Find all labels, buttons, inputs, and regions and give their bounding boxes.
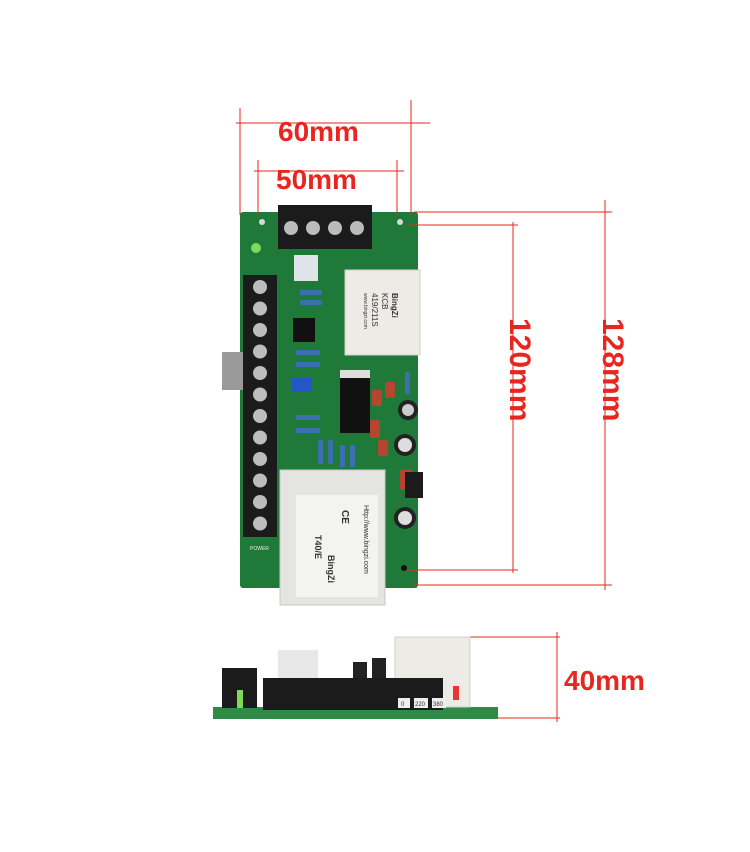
url-text: www.bingzi.com bbox=[362, 293, 368, 329]
terminal-label-380: 380 bbox=[433, 702, 444, 708]
side-terminal-labels: 0 220 380 bbox=[398, 698, 446, 708]
brand-text: BingZi bbox=[390, 293, 399, 318]
top-transformer: BingZi KCB 419/211S www.bingzi.com bbox=[344, 269, 421, 356]
side-terminal-block bbox=[263, 678, 443, 710]
dimension-40mm: 40mm bbox=[564, 665, 645, 696]
terminal-screw bbox=[253, 516, 267, 531]
model-text: T40/E bbox=[313, 535, 323, 559]
dimension-50mm: 50mm bbox=[276, 164, 357, 195]
power-label: POWER bbox=[250, 546, 269, 552]
terminal-screw bbox=[253, 344, 267, 359]
brand-text: BingZi bbox=[326, 555, 336, 583]
terminal-screw bbox=[253, 387, 267, 402]
dimension-60mm: 60mm bbox=[278, 116, 359, 147]
led-green bbox=[251, 243, 261, 253]
dimension-128mm: 128mm bbox=[596, 318, 629, 421]
bottom-transformer: T40/E BingZi CE Http://www.bingzi.com bbox=[279, 469, 386, 606]
ic-chip bbox=[293, 318, 315, 342]
terminal-screw bbox=[253, 366, 267, 380]
pcb-top-view: BingZi KCB 419/211S www.bingzi.com T40/E… bbox=[222, 205, 423, 606]
left-terminal-strip bbox=[243, 275, 277, 537]
top-terminal-block bbox=[278, 205, 372, 249]
terminal-screw bbox=[253, 409, 267, 423]
model-text: KCB bbox=[380, 293, 389, 309]
dimension-120mm: 120mm bbox=[503, 318, 536, 421]
trimpot bbox=[292, 378, 312, 392]
terminal-screw bbox=[253, 280, 267, 294]
terminal-label-220: 220 bbox=[415, 702, 426, 708]
terminal-screw bbox=[253, 301, 267, 316]
terminal-screw bbox=[253, 323, 267, 337]
ic-chip bbox=[340, 378, 370, 433]
terminal-screw bbox=[253, 452, 267, 466]
terminal-screw bbox=[253, 495, 267, 509]
ce-mark: CE bbox=[339, 510, 350, 524]
connector bbox=[294, 255, 318, 281]
code-text: 419/211S bbox=[370, 293, 379, 327]
terminal-label-0: 0 bbox=[401, 702, 405, 708]
pcb-side-view: 0 220 380 bbox=[213, 636, 498, 719]
terminal-screw bbox=[253, 473, 267, 488]
terminal-screw bbox=[253, 430, 267, 445]
url-text: Http://www.bingzi.com bbox=[362, 505, 369, 574]
